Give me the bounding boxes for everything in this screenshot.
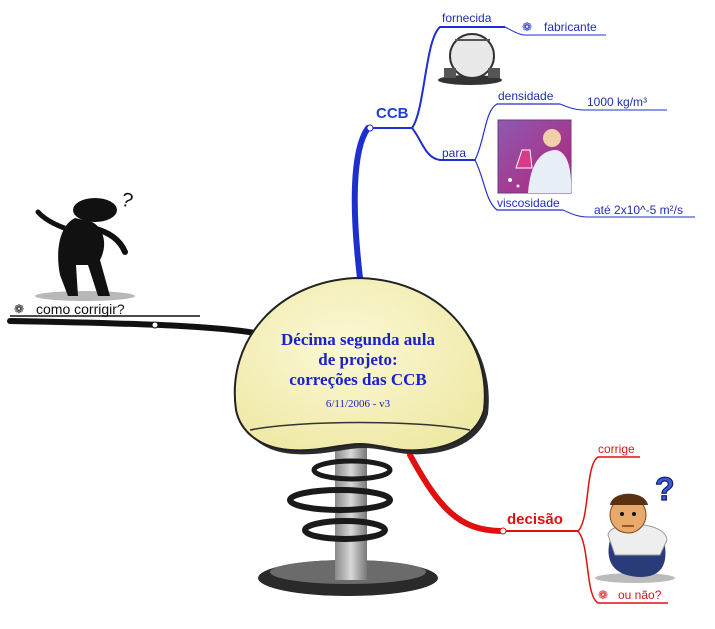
topic-corrige[interactable]: corrige: [598, 442, 635, 456]
topic-para[interactable]: para: [442, 146, 467, 160]
svg-text:?: ?: [655, 471, 675, 507]
confused-person-icon: ?: [595, 470, 675, 583]
mushroom-stem-decoration: [258, 440, 438, 596]
svg-text:?: ?: [119, 189, 135, 213]
gear-icon: ❁: [14, 302, 25, 316]
topic-fabricante[interactable]: fabricante: [544, 20, 597, 34]
central-topic-bubble[interactable]: [233, 276, 489, 455]
gear-icon: ❁: [522, 20, 533, 34]
scientist-flask-icon: [497, 119, 572, 194]
tank-icon: [438, 33, 502, 85]
branch-node-decisao[interactable]: [499, 527, 507, 535]
branch-ccb: [351, 125, 371, 281]
central-title-line-2: de projeto:: [318, 350, 398, 369]
gear-icon: ❁: [598, 588, 609, 602]
topic-como-corrigir[interactable]: como corrigir?: [36, 301, 125, 317]
topic-ccb[interactable]: CCB: [376, 105, 409, 122]
branch-decisao: [407, 452, 503, 534]
central-title-line-1: Décima segunda aula: [281, 330, 435, 349]
topic-viscosidade[interactable]: viscosidade: [497, 196, 560, 210]
branch-node-como-corrigir[interactable]: [151, 321, 159, 329]
central-date: 6/11/2006 - v3: [325, 398, 391, 410]
topic-densidade-value[interactable]: 1000 kg/m³: [587, 95, 648, 109]
topic-ou-nao[interactable]: ou não?: [618, 588, 662, 602]
branch-node-ccb[interactable]: [366, 124, 374, 132]
topic-fornecida[interactable]: fornecida: [442, 11, 492, 25]
central-title-line-3: correções das CCB: [289, 370, 427, 389]
branch-como-corrigir: [7, 318, 258, 336]
central-topic[interactable]: Décima segunda aula de projeto: correçõe…: [238, 330, 478, 410]
thinking-stickman-icon: ?: [35, 189, 135, 301]
topic-decisao[interactable]: decisão: [507, 511, 563, 528]
topic-densidade[interactable]: densidade: [498, 89, 554, 103]
topic-viscosidade-value[interactable]: até 2x10^-5 m²/s: [594, 203, 683, 217]
